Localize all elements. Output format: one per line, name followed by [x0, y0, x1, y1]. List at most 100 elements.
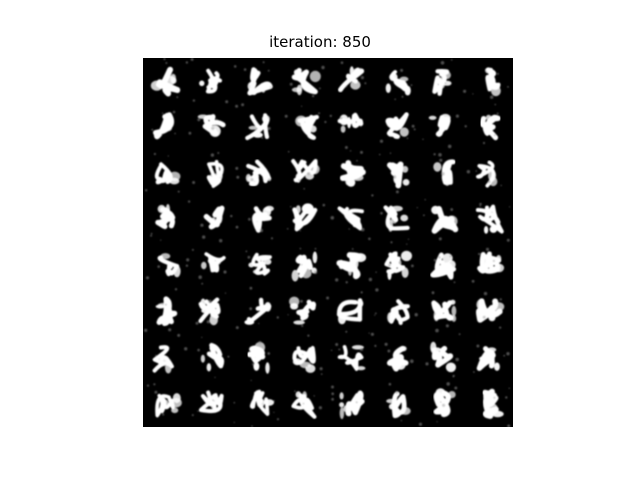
sample-noise: [388, 263, 391, 267]
sample-noise: [294, 390, 296, 393]
generated-sample: [423, 199, 459, 241]
sample-blob: [442, 253, 453, 264]
sample-noise: [318, 406, 322, 410]
sample-stroke: [155, 393, 175, 418]
sample-blob: [445, 362, 456, 373]
sample-noise: [482, 141, 486, 145]
sample-blob: [357, 299, 364, 308]
sample-stroke: [337, 206, 364, 231]
generated-sample: [482, 387, 511, 427]
sample-noise: [492, 259, 495, 262]
sample-noise: [364, 82, 367, 85]
sample-blob: [171, 77, 177, 84]
sample-noise: [340, 61, 344, 64]
sample-noise: [177, 333, 181, 337]
sample-blob: [484, 255, 492, 267]
sample-noise: [479, 202, 482, 206]
sample-stroke: [430, 252, 457, 280]
sample-noise: [188, 131, 192, 135]
sample-blob: [390, 308, 396, 316]
sample-noise: [289, 82, 293, 86]
sample-blob: [201, 261, 207, 270]
sample-noise: [335, 278, 339, 282]
sample-noise: [375, 271, 377, 273]
sample-noise: [438, 237, 442, 241]
sample-noise: [164, 364, 167, 367]
sample-noise: [299, 247, 302, 250]
sample-blob: [443, 71, 451, 79]
sample-blob: [488, 74, 493, 85]
sample-noise: [414, 313, 418, 317]
sample-noise: [268, 178, 271, 182]
sample-blob: [309, 125, 317, 133]
generated-sample: [191, 248, 227, 285]
sample-noise: [161, 112, 164, 114]
sample-noise: [326, 296, 330, 300]
sample-noise: [233, 421, 235, 423]
sample-blob: [347, 263, 353, 276]
sample-blob: [487, 267, 497, 273]
sample-blob: [163, 399, 169, 409]
sample-noise: [482, 315, 486, 319]
generated-sample: [286, 203, 326, 232]
sample-noise: [174, 288, 178, 291]
generated-sample: [200, 205, 233, 243]
generated-sample: [188, 114, 226, 137]
sample-noise: [330, 349, 333, 351]
sample-blob: [295, 115, 307, 127]
sample-noise: [320, 373, 323, 375]
sample-blob: [494, 362, 500, 371]
sample-blob: [263, 114, 268, 123]
sample-blob: [401, 250, 412, 262]
sample-noise: [508, 387, 510, 389]
sample-blob: [200, 354, 205, 363]
sample-stroke: [475, 204, 504, 234]
sample-noise: [313, 395, 315, 397]
sample-stroke: [246, 159, 272, 187]
sample-noise: [243, 68, 247, 71]
sample-noise: [331, 397, 334, 401]
sample-blob: [440, 113, 451, 122]
sample-noise: [463, 89, 467, 93]
sample-blob: [216, 212, 223, 224]
sample-noise: [202, 235, 206, 239]
generated-sample: [145, 253, 190, 280]
sample-blob: [264, 205, 274, 212]
generated-sample: [287, 150, 320, 190]
sample-blob: [200, 298, 206, 309]
sample-blob: [301, 203, 314, 214]
sample-blob: [212, 408, 218, 413]
sample-blob: [402, 165, 409, 173]
sample-noise: [186, 258, 190, 262]
sample-blob: [347, 116, 352, 129]
sample-noise: [273, 411, 275, 413]
sample-noise: [450, 208, 454, 211]
sample-noise: [360, 76, 364, 80]
sample-noise: [322, 203, 326, 207]
sample-noise: [150, 234, 153, 237]
sample-noise: [267, 69, 270, 72]
sample-noise: [306, 365, 309, 368]
generated-sample: [146, 383, 182, 418]
sample-stroke: [204, 252, 226, 273]
sample-stroke: [336, 252, 362, 280]
sample-stroke: [296, 299, 317, 321]
sample-noise: [210, 153, 215, 157]
generated-sample: [336, 291, 374, 336]
sample-noise: [339, 116, 343, 120]
sample-stroke: [247, 67, 273, 96]
sample-noise: [165, 62, 168, 64]
generated-sample: [331, 385, 365, 420]
sample-blob: [386, 398, 396, 404]
sample-noise: [174, 132, 176, 135]
generated-sample: [339, 150, 374, 197]
sample-noise: [374, 314, 376, 316]
sample-noise: [395, 390, 399, 394]
sample-stroke: [338, 67, 365, 93]
sample-stroke: [203, 205, 225, 230]
sample-blob: [496, 255, 502, 263]
generated-sample: [471, 247, 505, 283]
sample-stroke: [205, 68, 223, 94]
sample-blob: [350, 80, 361, 90]
sample-stroke: [198, 297, 221, 324]
